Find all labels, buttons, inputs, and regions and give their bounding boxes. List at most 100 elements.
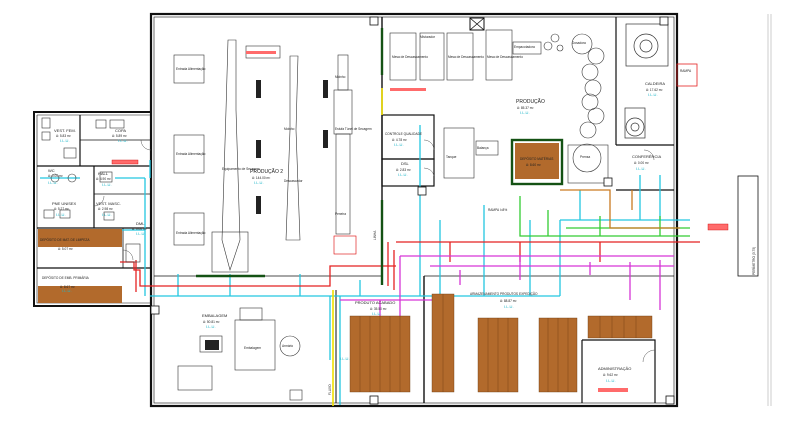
eq-mesa-desc-2: Mesa de Descascamento	[448, 55, 484, 59]
eq-forno: Estufa Túnel de Secagem	[335, 127, 372, 131]
label-rampa2: RAMPA	[680, 69, 692, 73]
room-produto-acabado: PRODUTO ACABADO	[355, 300, 395, 305]
area-dep-emb-primaria: A: 8.67 m²	[60, 285, 75, 289]
black-bar-4	[323, 80, 328, 98]
eq-descasc: Descascador	[284, 179, 304, 183]
area-caldeira: A: 17.62 m²	[646, 88, 662, 92]
eq-misturador: Misturador	[420, 35, 436, 39]
dark-green-walls	[196, 28, 564, 285]
room-armazenamento: ARMAZENAMENTO PRODUTOS EXPEDIÇÃO	[470, 291, 538, 296]
eq-moinho-2: Moinho	[335, 75, 346, 79]
room-pne-unisex: PNE UNISEX	[52, 201, 77, 206]
room-embalagem: EMBALAGEM	[202, 313, 227, 318]
pink-tag-outside	[707, 223, 729, 231]
area-copa: A: 5.89 m²	[112, 134, 127, 138]
area-dep-materias: A: 8.60 m²	[526, 163, 541, 167]
room-dml: DML	[136, 221, 145, 226]
eq-balanca: Balança	[477, 146, 489, 150]
black-bar-2	[256, 140, 261, 158]
room-dep-limpeza: DEPÓSITO DE MAT. DE LIMPEZA	[40, 237, 90, 242]
pallet-lines	[359, 294, 637, 392]
area-embalagem: A: 50.81 m²	[203, 320, 219, 324]
black-bar-3	[256, 196, 261, 214]
door-swings	[93, 139, 656, 363]
pipe-network	[40, 88, 700, 406]
production-equipment	[389, 29, 609, 184]
pipe-magenta	[340, 255, 674, 356]
packing-equipment	[177, 307, 303, 401]
pipe-cyan	[40, 125, 690, 405]
black-bar-5	[323, 130, 328, 148]
dep-materias-box	[515, 143, 559, 179]
room-producao2: PRODUÇÃO 2	[250, 168, 283, 175]
area-producao: A: 85.37 m²	[517, 106, 533, 110]
wall-sockets	[150, 16, 675, 405]
eq-ent-alim-1: Entrada Alimentação	[176, 67, 206, 71]
eq-dosadora: Dosadora	[572, 41, 586, 45]
marker-box-top	[469, 17, 485, 31]
eq-mesa-desc-3: Mesa de Descascamento	[487, 55, 523, 59]
svg-text:I.L.U.: I.L.U.	[636, 166, 646, 171]
area-wc: A: 0.00 m²	[48, 174, 63, 178]
label-rampa: RAMPA I=8%	[488, 208, 507, 212]
area-dsl: A: 2.83 m²	[396, 168, 411, 172]
svg-text:I.L.U.: I.L.U.	[102, 212, 112, 217]
svg-text:I.L.U.: I.L.U.	[606, 378, 616, 383]
pink-tag-prod2	[246, 51, 276, 54]
room-copa: COPA	[115, 128, 126, 133]
area-vest-masc: A: 2.98 m²	[98, 207, 113, 211]
svg-text:I.L.U.: I.L.U.	[56, 212, 66, 217]
svg-text:I.L.U.: I.L.U.	[62, 288, 72, 293]
pink-tag-prod	[390, 88, 426, 91]
pink-tag-adm	[598, 388, 628, 392]
eq-moinho: Moinho	[284, 127, 295, 131]
pipe-yellow	[332, 88, 383, 406]
pipe-orange	[560, 189, 680, 229]
room-vest-masc: VEST. MASC.	[96, 201, 121, 206]
svg-text:I.L.U.: I.L.U.	[48, 180, 58, 185]
pipe-green	[519, 196, 690, 237]
label-sub-corr: LINHA	[373, 230, 377, 240]
label-acesso: PERÍMETRO (3.75)	[752, 247, 756, 275]
production2-equipment	[173, 39, 357, 273]
svg-text:I.L.U.: I.L.U.	[398, 172, 408, 177]
pink-tag-caldeira	[676, 63, 698, 87]
eq-equip-secagem: Equipamento de Secagem	[222, 167, 260, 171]
room-dep-emb-primaria: DEPÓSITO DE EMB. PRIMÁRIA	[42, 275, 90, 280]
eq-prensa: Prensa	[580, 155, 590, 159]
wood-storage-primary	[38, 286, 122, 303]
svg-text:I.L.U.: I.L.U.	[648, 92, 658, 97]
eq-empacotadora: Empacotadora	[514, 45, 535, 49]
svg-text:I.L.U.: I.L.U.	[394, 142, 404, 147]
eq-embalagem: Embalagem	[244, 346, 261, 350]
room-dep-materias: DEPÓSITO MATÉRIAS	[520, 156, 553, 161]
room-hall: HALL	[98, 171, 109, 176]
area-produto-acabado: A: 35.50 m²	[370, 307, 386, 311]
pipe-red	[120, 241, 700, 292]
room-producao: PRODUÇÃO	[516, 98, 545, 105]
room-vest-fem: VEST. FEM.	[54, 128, 76, 133]
svg-text:I.L.U.: I.L.U.	[136, 231, 146, 236]
svg-text:I.L.U.: I.L.U.	[504, 304, 514, 309]
svg-text:I.L.U.: I.L.U.	[254, 180, 264, 185]
room-conferencia: CONFERÊNCIA	[632, 154, 661, 159]
area-controle: A: 4.78 m²	[392, 138, 407, 142]
room-administracao: ADMINISTRAÇÃO	[598, 366, 631, 371]
eq-armario: Armário	[282, 344, 293, 348]
svg-text:I.L.U.: I.L.U.	[118, 138, 128, 143]
area-producao2: A: 144.00 m²	[252, 176, 270, 180]
room-caldeira: CALDEIRA	[645, 81, 665, 86]
area-armazenamento: A: 88.87 m²	[500, 299, 516, 303]
area-vest-fem: A: 5.83 m²	[56, 134, 71, 138]
boiler-equipment	[624, 23, 669, 139]
room-controle: CONTROLE QUALIDADE	[385, 132, 422, 136]
area-dep-limpeza: A: 5.07 m²	[58, 247, 73, 251]
area-hall: A: 4.90 m²	[96, 177, 111, 181]
eq-tanque: Tanque	[446, 155, 457, 159]
eq-mesa-desc-1: Mesa de Descascamento	[392, 55, 428, 59]
svg-text:I.L.U.: I.L.U.	[340, 356, 350, 361]
area-pne-unisex: A: 5.27 m²	[54, 207, 69, 211]
pink-tag-left	[111, 159, 139, 165]
room-wc: WC	[48, 168, 55, 173]
eq-peneira: Peneira	[335, 212, 346, 216]
